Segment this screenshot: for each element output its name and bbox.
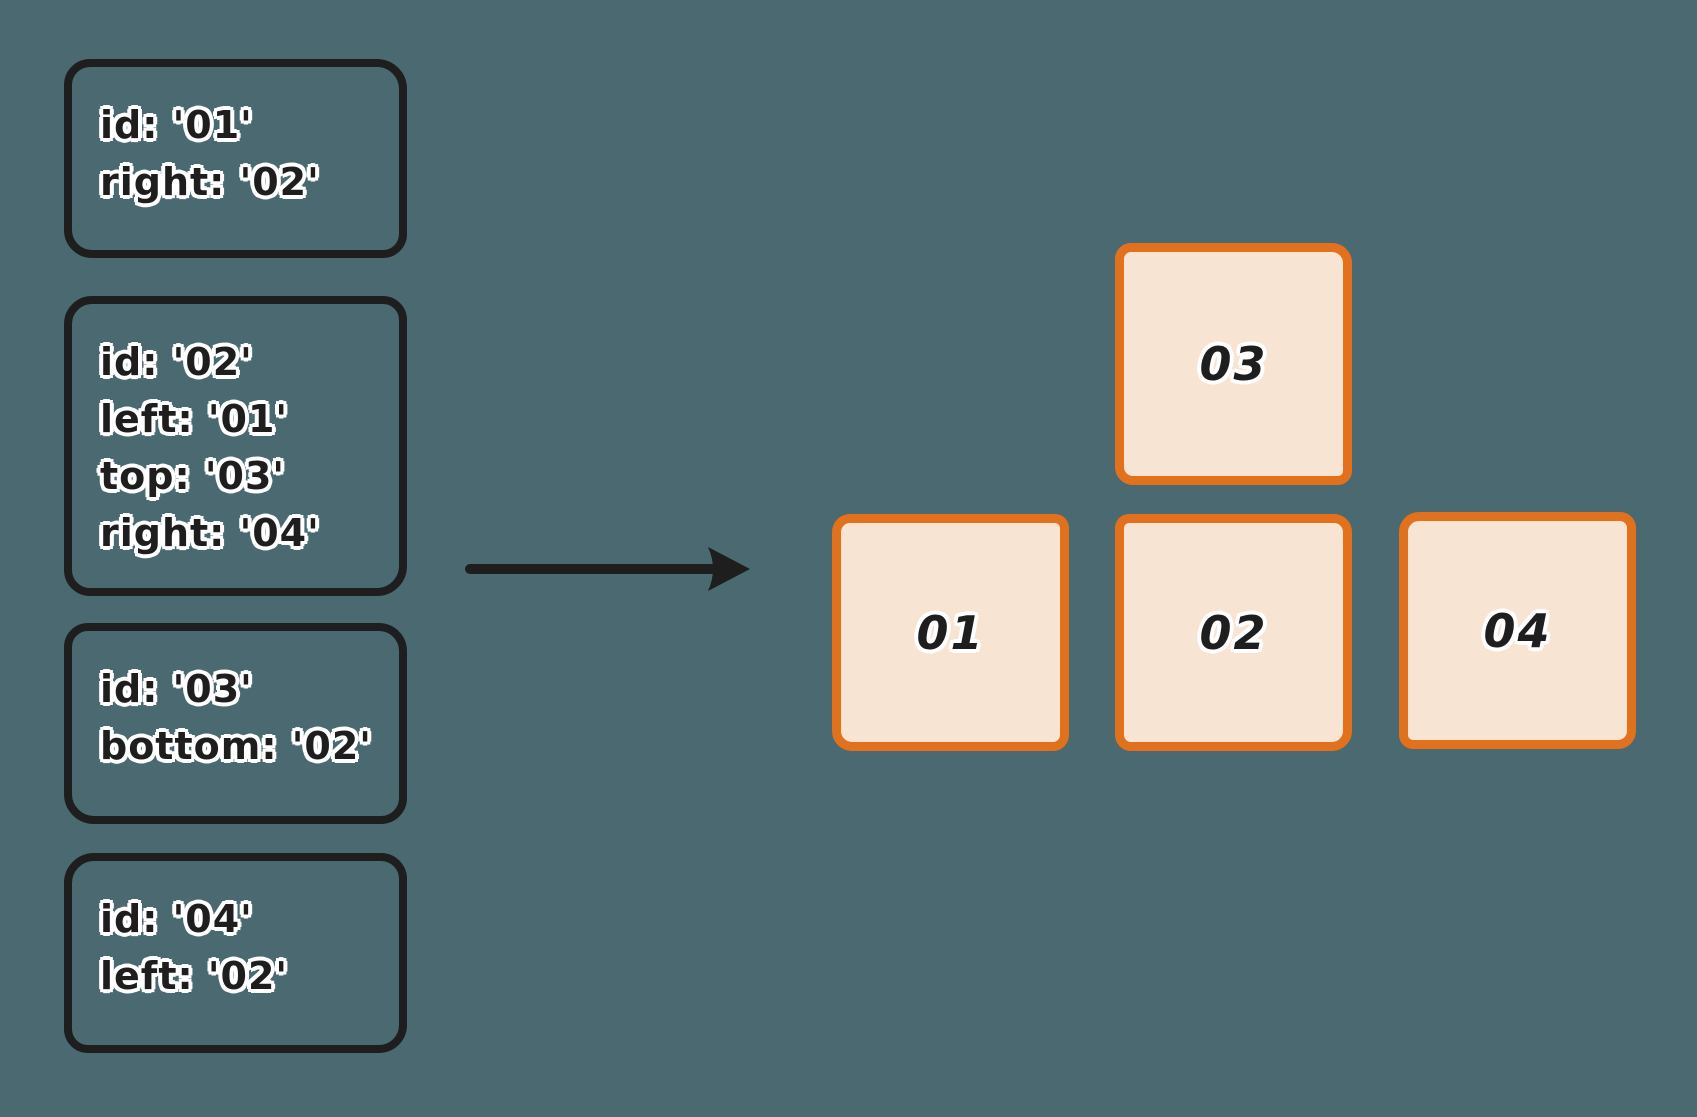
definition-box-01: id: '01' right: '02' bbox=[64, 59, 407, 258]
definition-line: id: '01' bbox=[100, 103, 253, 147]
definition-line: right: '04' bbox=[100, 511, 320, 555]
definition-line: left: '02' bbox=[100, 954, 289, 998]
definition-line: id: '03' bbox=[100, 667, 253, 711]
definition-line: id: '02' bbox=[100, 340, 253, 384]
definition-line: right: '02' bbox=[100, 160, 320, 204]
definition-box-03: id: '03' bottom: '02' bbox=[64, 623, 407, 824]
card-02: 02 bbox=[1115, 514, 1352, 751]
definition-box-04: id: '04' left: '02' bbox=[64, 853, 407, 1053]
definition-line: bottom: '02' bbox=[100, 724, 372, 768]
card-04: 04 bbox=[1399, 512, 1636, 749]
arrow-right-icon bbox=[465, 547, 750, 591]
card-03: 03 bbox=[1115, 243, 1352, 485]
definition-box-02: id: '02' left: '01' top: '03' right: '04… bbox=[64, 296, 407, 596]
card-label: 04 bbox=[1483, 603, 1552, 658]
card-01: 01 bbox=[832, 514, 1069, 751]
card-label: 03 bbox=[1199, 337, 1268, 391]
card-label: 02 bbox=[1199, 605, 1268, 660]
definition-line: id: '04' bbox=[100, 897, 253, 941]
definition-line: left: '01' bbox=[100, 397, 289, 441]
card-label: 01 bbox=[916, 605, 985, 660]
definition-line: top: '03' bbox=[100, 454, 286, 498]
